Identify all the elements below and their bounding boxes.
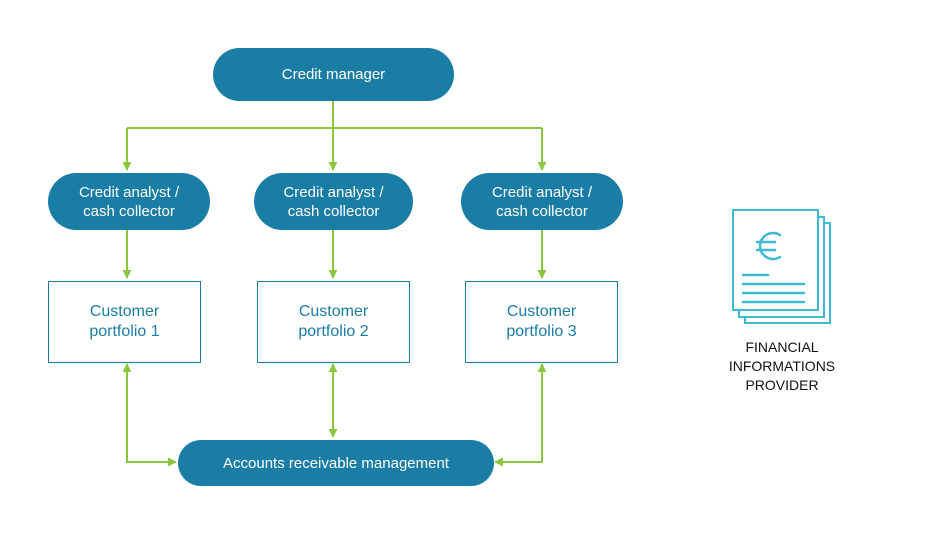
provider-line-1: FINANCIAL [745,339,819,355]
analyst-2-line-1: Credit analyst / [283,183,384,201]
euro-document-stack-icon [732,209,831,324]
customer-portfolio-3-box: Customer portfolio 3 [465,281,618,363]
customer-portfolio-1-box: Customer portfolio 1 [48,281,201,363]
portfolio-2-line-1: Customer [298,303,369,320]
analyst-3-line-2: cash collector [496,202,588,220]
credit-analyst-node-1: Credit analyst / cash collector [48,173,210,230]
credit-manager-node: Credit manager [213,48,454,101]
portfolio-1-arm-link [122,363,177,467]
credit-analyst-node-3: Credit analyst / cash collector [461,173,623,230]
analyst-1-line-1: Credit analyst / [78,183,180,201]
portfolio-3-line-2: portfolio 3 [506,323,577,340]
portfolio-1-line-2: portfolio 1 [89,323,160,340]
portfolio-1-line-1: Customer [89,303,160,320]
analyst-3-line-1: Credit analyst / [491,183,593,201]
financial-information-provider-label: FINANCIAL INFORMATIONS PROVIDER [697,338,867,395]
accounts-receivable-management-node: Accounts receivable management [178,440,494,486]
provider-line-2: INFORMATIONS [728,358,836,374]
provider-line-3: PROVIDER [745,377,819,393]
analyst-1-line-2: cash collector [83,202,175,220]
credit-manager-label: Credit manager [281,66,386,83]
portfolio-3-arm-link [494,363,547,467]
customer-portfolio-2-box: Customer portfolio 2 [257,281,410,363]
portfolio-2-line-2: portfolio 2 [298,323,369,340]
arm-label: Accounts receivable management [223,454,449,472]
credit-analyst-node-2: Credit analyst / cash collector [254,173,413,230]
analyst-2-line-2: cash collector [287,202,380,220]
portfolio-3-line-1: Customer [506,303,577,320]
